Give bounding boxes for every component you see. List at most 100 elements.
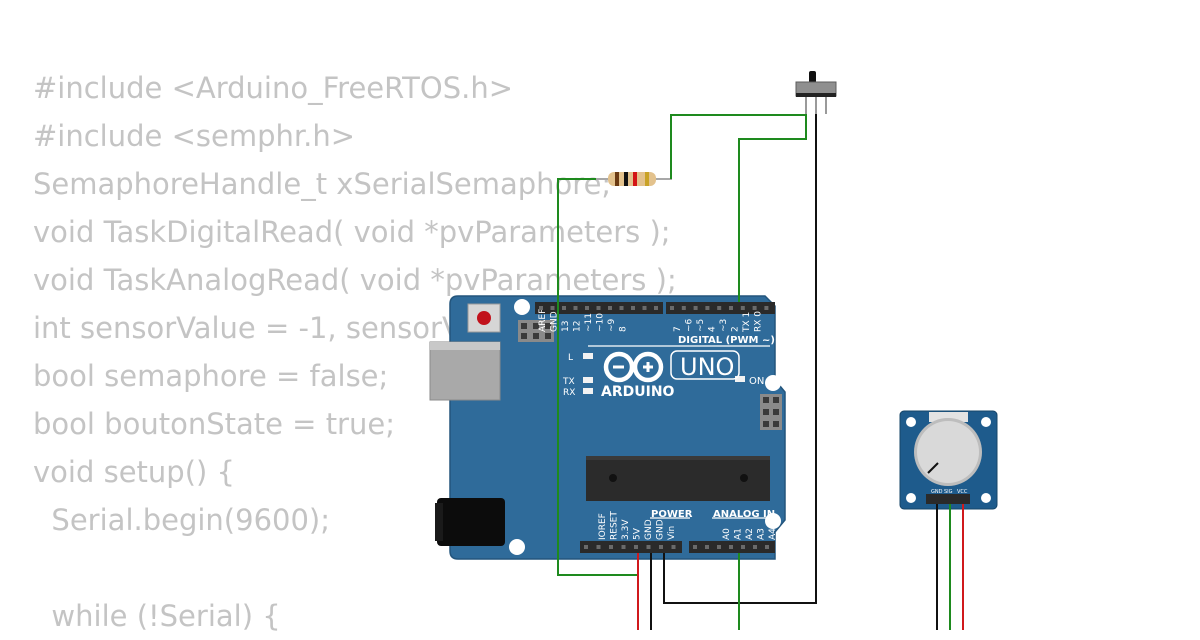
pin-hole <box>693 545 697 549</box>
code-line: bool semaphore = false; <box>33 359 389 393</box>
rx-led: RX <box>563 388 593 398</box>
pin-label: A1 <box>734 528 744 540</box>
pin-hole <box>741 545 745 549</box>
pin-label: Vin <box>667 526 677 540</box>
pin-label: RESET <box>610 511 620 540</box>
code-line: void TaskDigitalRead( void *pvParameters… <box>33 215 671 249</box>
pin-hole <box>539 306 543 310</box>
pin-hole <box>729 306 733 310</box>
svg-text:L: L <box>568 353 573 363</box>
analog-section-label: ANALOG IN <box>713 509 775 520</box>
icsp-header-right <box>760 394 782 430</box>
pin-hole <box>562 306 566 310</box>
pin-label: GND <box>550 311 560 332</box>
arduino-infinity-logo-icon <box>603 351 664 383</box>
pin-hole <box>631 306 635 310</box>
pin-label: 2 <box>731 326 741 332</box>
microcontroller-chip <box>586 456 770 501</box>
pin-label: 4 <box>708 326 718 332</box>
pin-label: ~3 <box>719 319 729 332</box>
pin-hole <box>550 306 555 310</box>
power-pin-header[interactable] <box>580 541 682 553</box>
code-line: bool boutonState = true; <box>33 407 395 441</box>
pin-hole <box>659 545 663 549</box>
code-line: #include <Arduino_FreeRTOS.h> <box>33 71 514 105</box>
pin-hole <box>585 306 589 310</box>
brand-label: ARDUINO <box>601 384 675 400</box>
pin-label: A2 <box>745 528 755 540</box>
pin-label: 5V <box>633 527 643 540</box>
pin-hole <box>646 545 651 549</box>
pin-hole <box>671 545 676 549</box>
pin-label: TX 1 <box>742 312 752 333</box>
pin-hole <box>765 545 769 549</box>
pin-label: 3.3V <box>621 519 631 540</box>
icsp-header-top <box>518 320 554 342</box>
pin-label: A5 <box>780 528 790 540</box>
pin-label: 7 <box>673 326 683 332</box>
pin-hole <box>573 306 578 310</box>
pin-hole <box>753 545 757 549</box>
model-label: UNO <box>680 353 734 381</box>
pin-hole <box>609 545 613 549</box>
pin-hole <box>596 545 601 549</box>
pin-label: ~5 <box>696 319 706 332</box>
pin-hole <box>619 306 624 310</box>
pin-hole <box>584 545 588 549</box>
pin-hole <box>729 545 733 549</box>
pin-hole <box>764 306 769 310</box>
code-line: SemaphoreHandle_t xSerialSemaphore; <box>33 167 612 201</box>
pin-label: ~11 <box>584 313 594 332</box>
pin-label: A3 <box>757 528 767 540</box>
slide-switch-icon[interactable] <box>795 71 837 114</box>
reset-button[interactable] <box>467 303 501 333</box>
pin-hole <box>634 545 638 549</box>
tx-led: TX <box>562 377 593 387</box>
svg-text:ON: ON <box>749 376 764 387</box>
pin-hole <box>642 306 647 310</box>
pin-label: IOREF <box>598 513 608 540</box>
wires <box>557 114 964 630</box>
pin-label: ~10 <box>596 313 606 332</box>
pin-label: A4 <box>768 528 778 540</box>
pin-hole <box>752 306 757 310</box>
code-line: void TaskAnalogRead( void *pvParameters … <box>33 263 677 297</box>
pin-hole <box>717 306 722 310</box>
pin-label: 8 <box>619 326 629 332</box>
power-jack <box>435 498 505 546</box>
pin-label: RX 0 <box>754 311 764 332</box>
pot-pin-label: VCC <box>957 489 968 495</box>
pin-label: ~6 <box>685 318 695 332</box>
code-line: Serial.begin(9600); <box>33 503 331 537</box>
pin-hole <box>596 306 601 310</box>
digital-section-label: DIGITAL (PWM ~) <box>678 335 775 346</box>
power-section-label: POWER <box>651 509 693 520</box>
usb-connector <box>429 341 501 401</box>
code-line: while (!Serial) { <box>33 599 281 633</box>
pin-hole <box>693 306 698 310</box>
potentiometer-knob-icon[interactable] <box>914 418 982 486</box>
pin-hole <box>717 545 721 549</box>
pot-pin-label: SIG <box>944 489 953 495</box>
wire-switch-to-pin2 <box>738 114 807 302</box>
resistor-icon <box>596 172 672 186</box>
bottom-header-pins <box>539 306 769 549</box>
on-led: ON <box>735 376 764 387</box>
code-line: void setup() { <box>33 455 235 489</box>
pin-label: GND <box>644 519 654 540</box>
pin-hole <box>621 545 626 549</box>
pin-hole <box>740 306 745 310</box>
pin-label: AREF <box>538 309 548 332</box>
pin-hole <box>670 306 674 310</box>
pin-hole <box>608 306 612 310</box>
code-line: #include <semphr.h> <box>33 119 356 153</box>
pin-label: A0 <box>722 528 732 540</box>
pot-pin-label: GND <box>931 489 943 495</box>
